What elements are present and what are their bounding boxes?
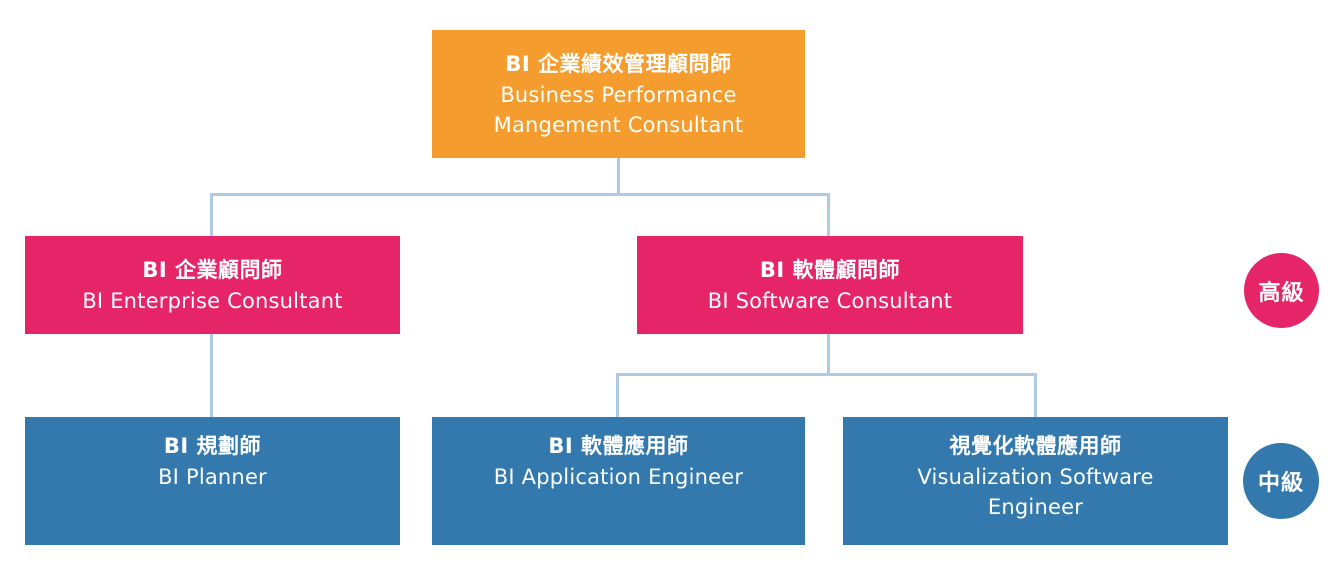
org-node-visualization-engineer: 視覺化軟體應用師 Visualization Software Engineer xyxy=(843,417,1228,545)
org-node-visualization-title-zh: 視覺化軟體應用師 xyxy=(949,434,1122,458)
connector-application-drop xyxy=(616,373,619,417)
level-badge-advanced-label: 高級 xyxy=(1258,280,1305,306)
level-badge-intermediate: 中級 xyxy=(1243,443,1319,519)
org-node-software-title-zh: BI 軟體顧問師 xyxy=(759,257,901,282)
connector-software-down xyxy=(827,334,830,375)
org-node-application-title-en: BI Application Engineer xyxy=(493,465,744,489)
connector-visualization-drop xyxy=(1034,373,1037,417)
org-node-root-title-zh: BI 企業績效管理顧問師 xyxy=(505,51,732,76)
org-node-visualization-title-en: Visualization Software Engineer xyxy=(917,465,1154,519)
level-badge-advanced: 高級 xyxy=(1244,253,1319,328)
org-node-planner-title-en: BI Planner xyxy=(158,465,267,489)
org-node-application-title-zh: BI 軟體應用師 xyxy=(548,434,689,458)
org-node-enterprise-title-zh: BI 企業顧問師 xyxy=(142,257,283,282)
connector-root-down xyxy=(617,158,620,196)
connector-level2-horizontal xyxy=(210,193,830,196)
org-node-root: BI 企業績效管理顧問師 Business Performance Mangem… xyxy=(432,30,805,158)
org-node-enterprise-title-en: BI Enterprise Consultant xyxy=(82,288,343,313)
connector-enterprise-drop xyxy=(210,193,213,236)
connector-level3-horizontal xyxy=(616,373,1037,376)
org-node-enterprise-consultant: BI 企業顧問師 BI Enterprise Consultant xyxy=(25,236,400,334)
org-node-software-consultant: BI 軟體顧問師 BI Software Consultant xyxy=(637,236,1023,334)
org-node-software-title-en: BI Software Consultant xyxy=(707,288,953,313)
org-node-planner-title-zh: BI 規劃師 xyxy=(163,434,262,458)
org-node-application-engineer: BI 軟體應用師 BI Application Engineer xyxy=(432,417,805,545)
org-node-planner: BI 規劃師 BI Planner xyxy=(25,417,400,545)
level-badge-intermediate-label: 中級 xyxy=(1257,471,1304,496)
org-node-root-title-en: Business Performance Mangement Consultan… xyxy=(493,82,744,137)
connector-software-drop xyxy=(827,193,830,236)
connector-enterprise-to-planner xyxy=(210,334,213,417)
